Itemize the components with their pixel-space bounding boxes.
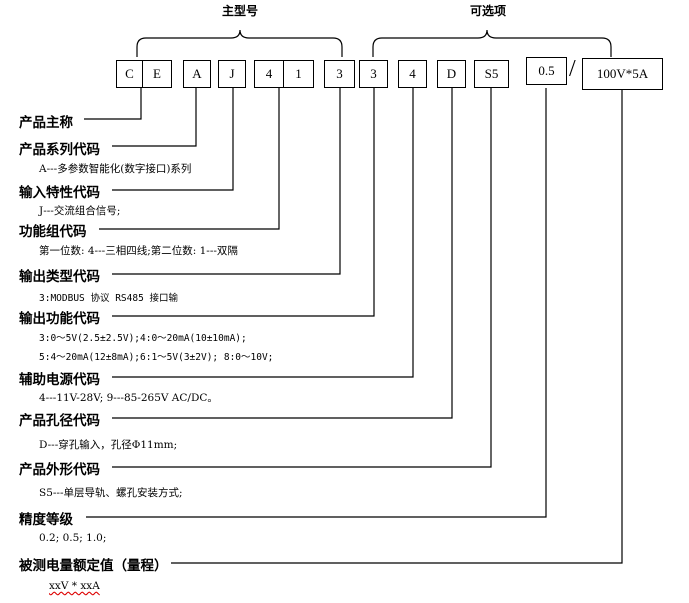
code-box: D <box>437 60 466 88</box>
section-header: 输入特性代码 <box>19 185 100 201</box>
section-header: 产品孔径代码 <box>19 413 100 429</box>
code-box: 4 <box>398 60 427 88</box>
code-box: J <box>218 60 246 88</box>
leader-input <box>112 88 234 191</box>
section-desc: S5---单层导轨、螺孔安装方式; <box>39 487 183 499</box>
code-box: 4 <box>254 60 284 88</box>
leader-aperture <box>112 88 453 419</box>
section-header: 输出类型代码 <box>19 269 100 285</box>
code-box: 1 <box>283 60 314 88</box>
section-desc: A---多参数智能化(数字接口)系列 <box>39 163 192 175</box>
leader-function <box>99 88 280 230</box>
section-header: 产品外形代码 <box>19 462 100 478</box>
code-box: A <box>183 60 211 88</box>
section-header: 功能组代码 <box>19 224 87 240</box>
leader-output-function <box>112 88 375 317</box>
section-header: 被测电量额定值（量程） <box>19 558 168 574</box>
section-desc: D---穿孔输入，孔径Φ11mm; <box>39 439 178 451</box>
code-box: 3 <box>324 60 355 88</box>
section-desc: 5:4～20mA(12±8mA);6:1～5V(3±2V); 8:0～10V; <box>39 352 274 363</box>
slash-separator: / <box>569 56 576 82</box>
section-header: 精度等级 <box>19 512 73 528</box>
leader-series <box>112 88 197 147</box>
section-header: 输出功能代码 <box>19 311 100 327</box>
section-header: 辅助电源代码 <box>19 372 100 388</box>
code-box: 100V*5A <box>582 58 663 90</box>
section-desc: 0.2; 0.5; 1.0; <box>39 532 107 544</box>
section-desc: xxV * xxA <box>49 580 100 592</box>
section-header: 产品系列代码 <box>19 142 100 158</box>
code-box: 0.5 <box>526 57 567 85</box>
leader-rated-value <box>171 90 623 564</box>
group-label-main-model: 主型号 <box>222 4 259 18</box>
code-box: C <box>116 60 143 88</box>
group-label-options: 可选项 <box>470 4 507 18</box>
leader-shape <box>112 88 492 468</box>
section-desc: 4---11V-28V; 9---85-265V AC/DC。 <box>39 392 218 404</box>
leader-accuracy <box>86 88 547 518</box>
section-desc: J---交流组合信号; <box>39 205 121 217</box>
section-desc: 第一位数: 4---三相四线;第二位数: 1---双隔 <box>39 245 238 257</box>
code-box: 3 <box>359 60 388 88</box>
main-model-bracket <box>136 29 343 57</box>
leader-output-type <box>112 88 341 275</box>
code-box: E <box>142 60 172 88</box>
leader-product-name <box>84 88 142 120</box>
section-header: 产品主称 <box>19 115 73 131</box>
section-desc: 3:MODBUS 协议 RS485 接口输 <box>39 293 179 304</box>
options-bracket <box>372 29 612 57</box>
section-desc: 3:0～5V(2.5±2.5V);4:0～20mA(10±10mA); <box>39 333 247 344</box>
code-box: S5 <box>474 60 509 88</box>
leader-aux-power <box>112 88 414 378</box>
